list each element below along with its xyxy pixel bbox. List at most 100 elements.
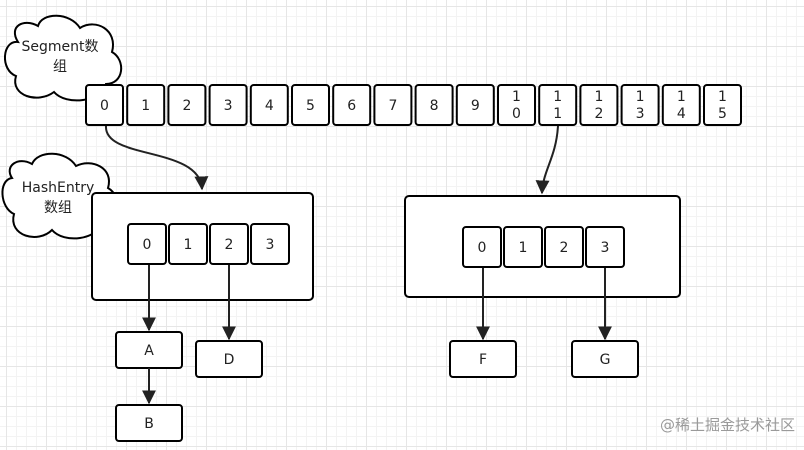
entry-node-g: G [571, 340, 639, 378]
segment-cell-label: 0 [100, 98, 109, 114]
hashentry-cell-label: 0 [143, 237, 152, 253]
segment-cell-label: 7 [388, 98, 397, 114]
hashentry-table-left: 0 1 2 3 [91, 192, 314, 301]
hashentry-cells: 0 1 2 3 [127, 223, 290, 265]
segment-cell: 13 [620, 84, 660, 126]
hashentry-cell-label: 3 [601, 240, 610, 256]
segment-cell: 14 [661, 84, 701, 126]
segment-cell-box [414, 84, 454, 126]
hashentry-cell: 1 [503, 226, 543, 268]
segment-cell-label: 4 [677, 106, 686, 122]
hashentry-cell-box [544, 226, 584, 268]
entry-node-a: A [115, 331, 183, 369]
segment-cell-box [703, 84, 742, 126]
segment-cell-box [455, 84, 495, 126]
segment-cell: 0 [85, 84, 124, 126]
segment-cell: 11 [538, 84, 578, 126]
segment-cell-label: 1 [512, 89, 521, 105]
segment-cell-label: 1 [553, 89, 562, 105]
segment-cell-label: 6 [347, 98, 356, 114]
hashentry-cell: 2 [209, 223, 249, 265]
cloud-label-line: Segment数 [22, 39, 99, 55]
hashentry-cell-box [250, 223, 290, 265]
segment-cell-label: 1 [636, 89, 645, 105]
hashentry-cell: 1 [168, 223, 208, 265]
segment-cell-label: 5 [306, 98, 315, 114]
segment-cell-label: 8 [430, 98, 439, 114]
segment-cell-label: 3 [636, 106, 645, 122]
cloud-label-line: 组 [53, 59, 67, 75]
hashentry-cell-box [585, 226, 625, 268]
segment-cell-box [291, 84, 330, 126]
segment-cell-box [620, 84, 660, 126]
segment-cell: 10 [497, 84, 536, 126]
segment-cell-label: 1 [718, 89, 727, 105]
segment-cell-box [497, 84, 536, 126]
watermark: @稀土掘金技术社区 [660, 416, 795, 434]
segment-cell: 3 [208, 84, 248, 126]
hashentry-cell-box [462, 226, 502, 268]
hashentry-array-cloud: HashEntry 数组 [1, 152, 118, 240]
hashentry-cell-label: 1 [184, 237, 193, 253]
segment-cell-label: 1 [553, 106, 562, 122]
hashentry-cell-label: 2 [560, 240, 569, 256]
hashentry-cell-box [209, 223, 249, 265]
hashentry-cell-box [168, 223, 208, 265]
hashentry-cell: 2 [544, 226, 584, 268]
segment-cell-label: 1 [594, 89, 603, 105]
segment-cell: 2 [167, 84, 207, 126]
segment-cell-box [373, 84, 413, 126]
segment-cell-box [538, 84, 578, 126]
segment-cell: 9 [455, 84, 495, 126]
hashentry-cell-box [127, 223, 167, 265]
segment-cell-box [661, 84, 701, 126]
segment-cell-label: 0 [512, 106, 521, 122]
segment-cell-box [332, 84, 372, 126]
entry-node-label: G [600, 352, 611, 368]
segment-cell-box [249, 84, 289, 126]
segment-cell: 5 [291, 84, 330, 126]
segment-cell-box [85, 84, 124, 126]
segment-cell: 7 [373, 84, 413, 126]
segment-cell: 1 [126, 84, 166, 126]
arrow-segment0-to-hashentry [104, 125, 209, 191]
arrow-segment11-to-hashentry [535, 125, 559, 195]
segment-cell: 6 [332, 84, 372, 126]
segment-cell-label: 2 [182, 98, 191, 114]
segment-cell-box [126, 84, 166, 126]
entry-node-box [571, 340, 639, 378]
segment-cell-label: 3 [224, 98, 233, 114]
segment-cell-box [167, 84, 207, 126]
hashentry-cells: 0 1 2 3 [462, 226, 625, 268]
hashentry-cell-label: 3 [266, 237, 275, 253]
entry-node-label: D [224, 352, 235, 368]
segment-cell-box [208, 84, 248, 126]
entry-node-d: D [195, 340, 263, 378]
hashentry-cell: 0 [127, 223, 167, 265]
hashentry-cell-label: 0 [478, 240, 487, 256]
segment-cell-label: 1 [677, 89, 686, 105]
segment-cell: 15 [703, 84, 742, 126]
segment-cell: 12 [579, 84, 619, 126]
segment-cell-label: 5 [718, 106, 727, 122]
segment-cell: 4 [249, 84, 289, 126]
segment-cell: 8 [414, 84, 454, 126]
segment-cell-label: 2 [594, 106, 603, 122]
hashentry-cell-label: 2 [225, 237, 234, 253]
entry-node-box [115, 404, 183, 442]
entry-node-label: F [479, 352, 487, 368]
hashentry-cell: 3 [250, 223, 290, 265]
cloud-label-line: 数组 [44, 200, 72, 216]
segment-cell-label: 9 [471, 98, 480, 114]
entry-node-box [195, 340, 263, 378]
hashentry-cell: 3 [585, 226, 625, 268]
hashentry-table-right: 0 1 2 3 [404, 195, 681, 298]
segment-cell-label: 1 [141, 98, 150, 114]
entry-node-f: F [449, 340, 517, 378]
cloud-label-line: HashEntry [22, 180, 95, 196]
entry-node-label: A [144, 343, 154, 359]
hashentry-cell-label: 1 [519, 240, 528, 256]
entry-node-b: B [115, 404, 183, 442]
